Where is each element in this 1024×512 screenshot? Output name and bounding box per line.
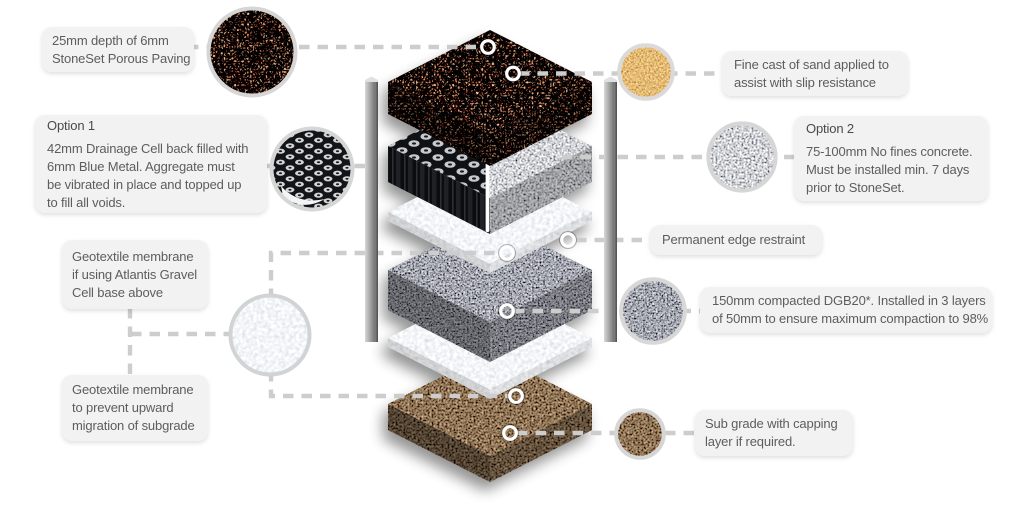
callout-stoneset-text: 25mm depth of 6mm StoneSet Porous Paving (52, 32, 191, 66)
callout-option2: Option 2 75-100mm No fines concrete. Mus… (794, 116, 988, 201)
concrete-side-face (490, 146, 592, 234)
callout-option1: Option 1 42mm Drainage Cell back filled … (35, 115, 267, 213)
geotextile-lower-right-shade (490, 338, 592, 399)
stoneset-aggregate-ring (206, 6, 298, 98)
subgrade-right-face (490, 404, 592, 482)
connector-geotextile-upper-layer (268, 250, 501, 299)
geotextile-lower-left-face (388, 338, 490, 399)
edge-restraint-post-right (604, 76, 617, 342)
no-fines-concrete-image (710, 125, 774, 189)
drainage-cell-ring (269, 126, 355, 212)
callout-dgb20-text: 150mm compacted DGB20*. Installed in 3 l… (712, 293, 989, 326)
callout-stoneset: 25mm depth of 6mm StoneSet Porous Paving (42, 27, 194, 72)
callout-option2-body: 75-100mm No fines concrete. Must be inst… (806, 144, 973, 195)
geotextile-lower-right-face (490, 338, 592, 399)
subgrade-left-shade (388, 404, 490, 482)
marker-edge-restraint (558, 231, 577, 250)
stoneset-aggregate-image (210, 10, 294, 94)
subgrade-soil-ring (614, 408, 666, 460)
geotextile-lower-left-shade (388, 338, 490, 399)
geotextile-upper-left-shade (388, 212, 490, 273)
callout-subgrade-text: Sub grade with capping layer if required… (705, 416, 838, 449)
stoneset-right-shade (490, 82, 592, 166)
callout-dgb20: 150mm compacted DGB20*. Installed in 3 l… (700, 287, 992, 333)
subgrade-right-shade (490, 404, 592, 482)
stoneset-aggregate-swatch (206, 6, 298, 98)
dgb20-image (623, 281, 683, 341)
callout-geotextile-lower: Geotextile membrane to prevent upward mi… (62, 375, 208, 441)
no-fines-concrete-ring (706, 121, 778, 193)
marker-stoneset (478, 37, 497, 56)
sand-swatch (617, 43, 675, 101)
callout-option1-heading: Option 1 (47, 117, 95, 133)
dgb20-right-shade (490, 270, 592, 362)
dgb20-ring (619, 277, 687, 345)
sand-ring (617, 43, 675, 101)
drainage-cell-highlight (281, 186, 325, 205)
edge-restraint-post-left (365, 76, 378, 342)
callout-sand-text: Fine cast of sand applied to assist with… (734, 56, 889, 90)
stoneset-left-face (388, 82, 490, 166)
geotextile-image (232, 297, 308, 373)
callout-geotextile-upper: Geotextile membrane if using Atlantis Gr… (62, 240, 208, 309)
subgrade-soil-swatch (614, 408, 666, 460)
dgb20-swatch (619, 277, 687, 345)
geotextile-upper-right-face (490, 212, 592, 273)
material-swatches (206, 6, 778, 460)
marker-geotextile-upper (497, 244, 516, 263)
callout-sand: Fine cast of sand applied to assist with… (722, 51, 908, 96)
edge-restraint-posts (365, 76, 617, 342)
sand-image (621, 47, 671, 97)
callout-edge-restraint: Permanent edge restraint (650, 225, 822, 255)
subgrade-soil-image (618, 412, 662, 456)
connector-markers (478, 37, 577, 442)
geotextile-swatch (228, 293, 312, 377)
callout-subgrade: Sub grade with capping layer if required… (695, 410, 853, 456)
callout-edge-restraint-text: Permanent edge restraint (662, 232, 806, 247)
callout-geotextile-upper-text: Geotextile membrane if using Atlantis Gr… (72, 248, 198, 300)
post-left-edge (376, 82, 378, 342)
marker-geotextile-lower (506, 386, 525, 405)
drainage-cell-swatch (269, 126, 355, 212)
post-right-edge (615, 82, 617, 342)
marker-dgb20 (497, 301, 516, 320)
dgb20-left-shade (388, 270, 490, 362)
dgb20-right-face (490, 270, 592, 362)
callout-option1-body: 42mm Drainage Cell back filled with 6mm … (47, 140, 249, 210)
geotextile-ring (228, 293, 312, 377)
marker-sand (503, 64, 522, 83)
marker-subgrade (500, 423, 519, 442)
geotextile-upper-right-shade (490, 212, 592, 273)
callout-geotextile-lower-text: Geotextile membrane to prevent upward mi… (72, 382, 195, 433)
drainage-cell-image (273, 130, 351, 208)
callout-option2-heading: Option 2 (806, 121, 854, 136)
dgb20-left-face (388, 270, 490, 362)
stoneset-left-shade (388, 82, 490, 166)
stoneset-right-face (490, 82, 592, 166)
connector-geotextile-lower-layer (268, 371, 510, 399)
post-left-body (365, 82, 378, 342)
subgrade-left-face (388, 404, 490, 482)
concrete-side-shade (490, 146, 592, 234)
layer-stoneset-paving (388, 30, 592, 166)
drainage-cell-side-face (388, 146, 490, 234)
layer-subgrade (388, 352, 592, 482)
post-right-body (604, 82, 617, 342)
no-fines-concrete-swatch (706, 121, 778, 193)
geotextile-upper-left-face (388, 212, 490, 273)
